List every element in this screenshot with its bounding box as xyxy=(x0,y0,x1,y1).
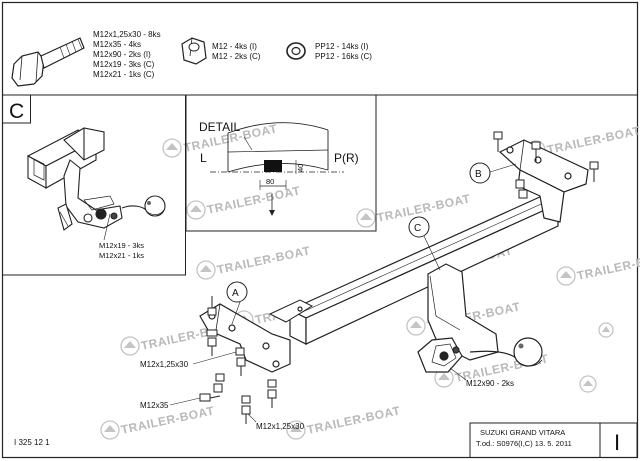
detail-dim-width: 80 xyxy=(266,177,274,186)
watermark-logo-icon xyxy=(120,336,140,356)
bolt-spec-list: M12x1,25x30 - 8ks M12x35 - 4ks M12x90 - … xyxy=(93,30,161,79)
nut-spec-list: M12 - 4ks (I) M12 - 2ks (C) xyxy=(212,42,261,61)
nut-drawing-icon xyxy=(181,37,207,65)
detail-title: DETAIL xyxy=(199,120,240,134)
bolt-spec: M12x35 - 4ks xyxy=(93,40,141,49)
watermark-logo-icon xyxy=(186,200,206,220)
detail-curve-top xyxy=(227,122,329,134)
variant-c-bracket-drawing xyxy=(57,159,166,231)
watermark-logo-icon xyxy=(196,260,216,280)
watermark-logo-icon xyxy=(406,316,426,336)
variant-c-letter-box xyxy=(2,94,31,124)
washer-drawing-icon xyxy=(286,42,306,60)
detail-arrow-head-icon xyxy=(269,210,275,216)
model-code: T.od.: S0976(I,C) 13. 5. 2011 xyxy=(476,439,572,448)
watermark-logo-icon xyxy=(162,138,182,158)
label-m12x90: M12x90 - 2ks xyxy=(466,379,514,388)
drawing-number: I 325 12 1 xyxy=(14,438,50,447)
watermark-logo-icon xyxy=(356,208,376,228)
detail-cutout xyxy=(264,160,282,172)
washer-spec-list: PP12 - 14ks (I) PP12 - 16ks (C) xyxy=(315,42,372,61)
variant-c-frame xyxy=(2,94,186,276)
bracket-a xyxy=(199,299,314,373)
variant-c-panel: C M12x19 - 3ks M12x21 - 1ks xyxy=(2,94,186,276)
watermark-logo-icon xyxy=(100,420,120,440)
detail-leader xyxy=(243,136,253,151)
label-m12x35: M12x35 xyxy=(140,401,169,410)
watermark-text: TRAILER-BOAT xyxy=(206,183,302,217)
bracket-b xyxy=(493,131,599,223)
watermark-text: TRAILER-BOAT xyxy=(216,243,312,277)
nut-spec: M12 - 2ks (C) xyxy=(212,52,261,61)
watermark-text: TRAILER-BOAT xyxy=(306,403,402,437)
washer-spec: PP12 - 16ks (C) xyxy=(315,52,372,61)
bolt-drawing-icon xyxy=(11,37,85,87)
bolt-spec: M12x90 - 2ks (I) xyxy=(93,50,151,59)
detail-inner-edge xyxy=(227,149,329,153)
bolt-spec: M12x21 - 1ks (C) xyxy=(93,70,155,79)
detail-frame xyxy=(185,94,377,232)
label-m12x125x30-top: M12x1,25x30 xyxy=(140,360,189,369)
callout-c-letter: C xyxy=(414,223,421,234)
washer-spec: PP12 - 14ks (I) xyxy=(315,42,369,51)
variant-c-label: M12x19 - 3ks xyxy=(99,241,144,250)
detail-dim-height: 40 xyxy=(296,164,305,172)
detail-right-label: P(R) xyxy=(334,151,359,165)
variant-c-tube-drawing xyxy=(26,127,105,189)
watermark-text: TRAILER-BOAT xyxy=(546,123,640,157)
nut-spec: M12 - 4ks (I) xyxy=(212,42,257,51)
watermark-logo-icon xyxy=(579,375,597,393)
label-m12x125x30-bottom: M12x1,25x30 xyxy=(256,422,305,431)
watermark-logo-icon xyxy=(598,322,614,338)
vehicle-name: SUZUKI GRAND VITARA xyxy=(480,428,565,437)
watermark-logo-icon xyxy=(556,266,576,286)
bolt-spec: M12x1,25x30 - 8ks xyxy=(93,30,161,39)
callout-a-letter: A xyxy=(232,288,239,299)
variant-c-leader xyxy=(103,213,111,241)
main-assembly-drawing xyxy=(199,131,599,424)
footer: I 325 12 1 SUZUKI GRAND VITARA T.od.: S0… xyxy=(14,422,638,458)
neck-assembly xyxy=(417,263,543,373)
bolts-left-set xyxy=(199,296,277,424)
variant-c-letter: C xyxy=(9,100,24,123)
title-block xyxy=(469,422,638,458)
detail-panel: DETAIL L P(R) 80 40 xyxy=(185,94,377,232)
assembly-labels: M12x1,25x30 M12x35 M12x1,25x30 M12x90 - … xyxy=(140,351,514,431)
callout-c: C xyxy=(408,216,441,271)
sheet-letter: I xyxy=(614,430,620,455)
watermark-logo-icon xyxy=(286,420,306,440)
variant-c-tow-ball-icon xyxy=(144,195,166,217)
detail-left-label: L xyxy=(200,151,207,165)
callout-a: A xyxy=(226,281,248,325)
callout-b-letter: B xyxy=(475,169,482,180)
variant-c-label: M12x21 - 1ks xyxy=(99,251,144,260)
bolt-spec: M12x19 - 3ks (C) xyxy=(93,60,155,69)
watermark-text: TRAILER-BOAT xyxy=(576,249,640,283)
callout-b: B xyxy=(469,162,517,184)
